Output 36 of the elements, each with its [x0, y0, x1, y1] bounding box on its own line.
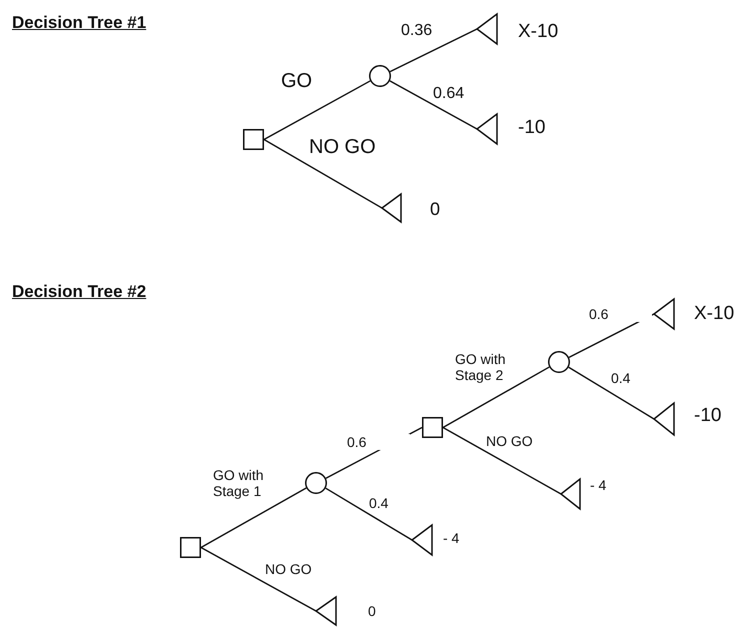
payoff-value: - 4 — [443, 530, 460, 546]
branch-line — [390, 80, 478, 130]
branch-line — [264, 138, 382, 209]
end-triangle — [381, 193, 402, 223]
chance-circle — [369, 65, 391, 87]
branch-line — [390, 28, 478, 72]
end-triangle — [315, 596, 337, 626]
branch-line — [264, 80, 370, 140]
end-triangle — [411, 524, 433, 556]
branch-line — [568, 366, 654, 420]
branch-line — [325, 488, 412, 541]
edge-label: 0.6 — [346, 434, 410, 450]
end-triangle — [476, 113, 498, 145]
end-triangle — [653, 298, 675, 330]
decision-square — [243, 129, 264, 150]
branch-line — [200, 487, 307, 548]
diagram-heading: Decision Tree #1 — [12, 13, 146, 33]
payoff-value: - 4 — [590, 477, 606, 494]
edge-label: 0.6 — [588, 306, 652, 322]
payoff-value: -10 — [694, 405, 722, 427]
chance-circle — [305, 472, 327, 494]
payoff-value: 0 — [368, 603, 376, 620]
chance-circle — [548, 351, 570, 373]
decision-square — [422, 417, 443, 438]
branch-line — [442, 366, 550, 428]
end-triangle — [560, 478, 581, 510]
payoff-value: -10 — [518, 117, 546, 139]
payoff-value: 0 — [430, 199, 440, 220]
diagram-heading: Decision Tree #2 — [12, 282, 146, 302]
payoff-value: X-10 — [694, 303, 734, 325]
decision-square — [180, 537, 201, 558]
branch-line — [200, 546, 316, 612]
branch-line — [442, 426, 562, 495]
payoff-value: X-10 — [518, 21, 558, 43]
end-triangle — [476, 13, 498, 45]
end-triangle — [653, 402, 675, 436]
